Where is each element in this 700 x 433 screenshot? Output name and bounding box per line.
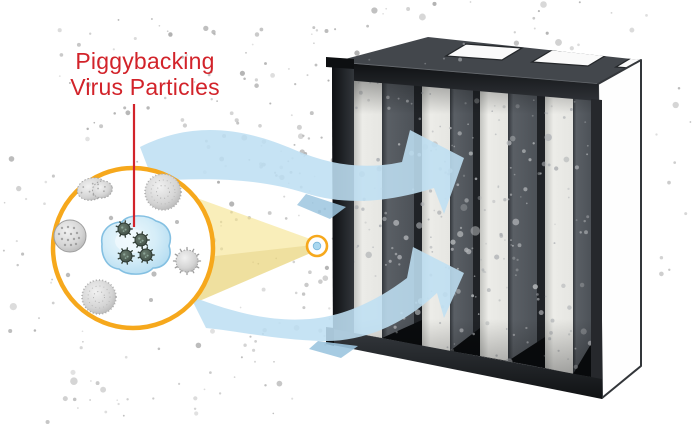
dust-particle-golfball xyxy=(53,219,87,253)
filter-top-rail xyxy=(332,62,598,101)
magnifier-source-ring xyxy=(305,234,329,258)
filter-top-slab xyxy=(334,37,641,84)
cone-lower xyxy=(190,245,313,305)
filter-left-rail xyxy=(332,62,354,345)
slab-front-highlight xyxy=(333,61,599,85)
filter-right-rail xyxy=(591,99,602,398)
dust-particle-spiky xyxy=(172,246,202,276)
airflow-fold-upper xyxy=(297,194,346,219)
filter-top-cap xyxy=(326,57,354,69)
face-shading xyxy=(332,78,602,379)
label-line-1: Piggybacking xyxy=(75,48,214,74)
dust-particle-fluffy-top xyxy=(144,173,182,211)
filter-base-rail xyxy=(333,329,602,399)
magnifier-cone xyxy=(190,197,313,305)
air-filter xyxy=(326,37,642,399)
filter-front-face xyxy=(332,78,602,379)
top-slot xyxy=(443,43,525,61)
airflow-arrow-upper xyxy=(140,130,464,214)
label-line-2: Virus Particles xyxy=(70,74,220,100)
source-droplet-dot xyxy=(312,241,322,251)
dust-particle-fluffy-bottom xyxy=(81,279,117,315)
filter-side-panel xyxy=(597,59,642,399)
dust-particle-peanut xyxy=(76,177,113,201)
airflow-arrows xyxy=(140,130,464,358)
diagram-label: Piggybacking Virus Particles xyxy=(70,48,220,100)
virus-droplet xyxy=(100,215,172,275)
background-particles xyxy=(2,1,692,425)
cone-upper xyxy=(190,197,313,305)
airflow-arrow-lower xyxy=(190,247,464,342)
airflow-fold-lower xyxy=(309,341,358,358)
magnifier-circle xyxy=(50,165,216,331)
